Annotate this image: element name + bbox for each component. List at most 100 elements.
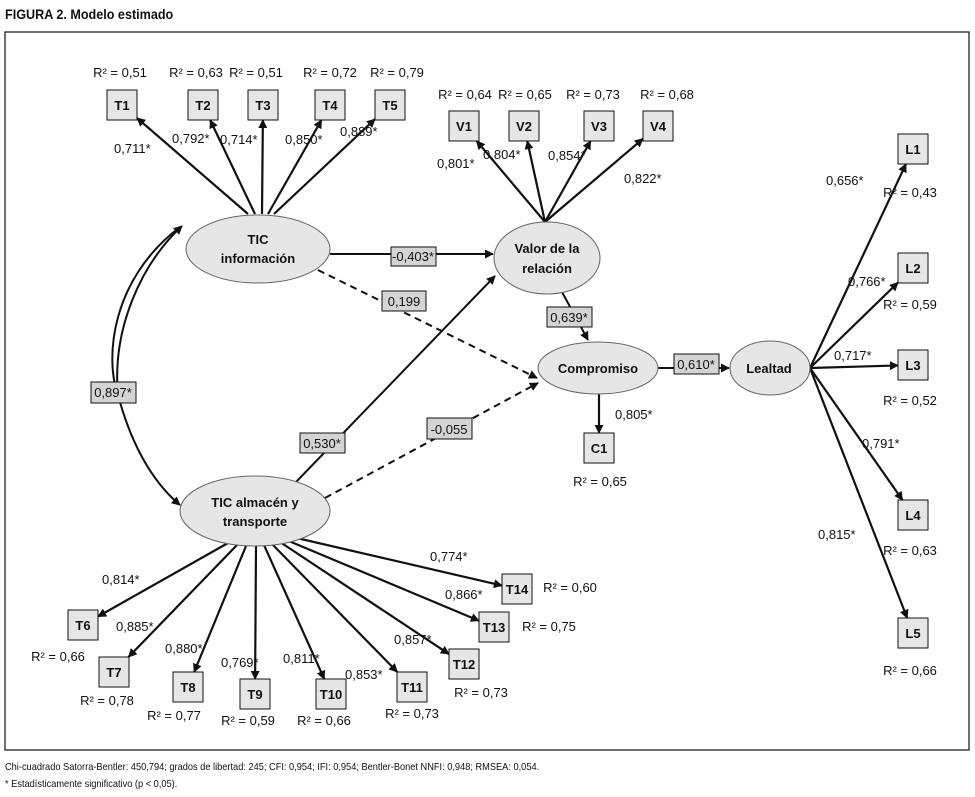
r-squared-value: R² = 0,51: [93, 65, 147, 80]
indicator-box: [187, 89, 219, 121]
r-squared-value: R² = 0,73: [385, 706, 439, 721]
indicator-box: [448, 110, 480, 142]
indicator-label: L3: [905, 358, 920, 373]
indicator-box: [314, 89, 346, 121]
indicator-t7: T70,885*R² = 0,78: [80, 619, 154, 708]
indicator-label: L2: [905, 261, 920, 276]
r-squared-value: R² = 0,51: [229, 65, 283, 80]
indicator-label: L4: [905, 508, 921, 523]
r-squared-value: R² = 0,59: [221, 713, 275, 728]
loading-value: 0,714*: [220, 132, 258, 147]
path-coef-alm-comp: -0,055: [426, 417, 473, 440]
r-squared-value: R² = 0,65: [498, 87, 552, 102]
indicator-label: T2: [195, 98, 210, 113]
latent-compromiso: Compromiso: [537, 341, 659, 395]
loading-arrow-t1: [136, 117, 249, 215]
indicator-c1: C10,805*R² = 0,65: [573, 407, 653, 489]
indicator-box: [396, 671, 428, 703]
indicator-label: T3: [255, 98, 270, 113]
loading-value: 0,791*: [862, 436, 900, 451]
loading-value: 0,866*: [445, 587, 483, 602]
indicator-box: [67, 609, 99, 641]
loading-arrow-t8: [193, 545, 248, 673]
path-alm-comp: [324, 382, 539, 499]
r-squared-value: R² = 0,66: [883, 663, 937, 678]
loading-arrow-l4: [809, 367, 904, 501]
r-squared-value: R² = 0,73: [454, 685, 508, 700]
loading-value: 0,801*: [437, 156, 475, 171]
loading-value: 0,792*: [172, 131, 210, 146]
r-squared-value: R² = 0,60: [543, 580, 597, 595]
latent-tic-informacion: TIC información: [185, 214, 331, 284]
loading-arrow-t9: [250, 545, 260, 680]
indicator-label: C1: [591, 441, 608, 456]
indicator-v3: V30,854*R² = 0,73: [548, 87, 620, 163]
indicator-label: L5: [905, 626, 920, 641]
r-squared-value: R² = 0,59: [883, 297, 937, 312]
indicator-l1: L10,656*R² = 0,43: [826, 133, 937, 200]
indicator-l3: L30,717*R² = 0,52: [834, 348, 937, 408]
indicator-box: [897, 617, 929, 649]
r-squared-value: R² = 0,79: [370, 65, 424, 80]
loading-value: 0,769*: [221, 655, 259, 670]
indicator-label: T6: [75, 618, 90, 633]
loading-arrow-v2: [524, 140, 547, 223]
path-coef-value: 0,530*: [303, 436, 341, 451]
indicator-box: [642, 110, 674, 142]
indicator-box: [897, 349, 929, 381]
indicator-label: V4: [650, 119, 667, 134]
indicator-label: V2: [516, 119, 532, 134]
loading-arrow-t11: [271, 543, 399, 673]
indicator-t9: T90,769*R² = 0,59: [221, 655, 275, 728]
path-coef-alm-valor: 0,530*: [299, 432, 346, 454]
loading-arrow-v3: [544, 140, 592, 223]
loading-value: 0,814*: [102, 572, 140, 587]
loading-arrow-t7: [127, 544, 238, 658]
indicator-v2: V20,804*R² = 0,65: [483, 87, 552, 162]
latent-label: Compromiso: [558, 361, 638, 376]
loading-value: 0,815*: [818, 527, 856, 542]
indicator-label: T14: [506, 582, 529, 597]
indicator-box: [448, 648, 480, 680]
fit-statistics-note: Chi-cuadrado Satorra-Bentler: 450,794; g…: [5, 761, 540, 773]
indicator-label: T13: [483, 620, 505, 635]
path-coef-comp-leal: 0,610*: [673, 353, 720, 375]
path-coef-info-valor: -0,403*: [390, 246, 437, 267]
indicator-label: T11: [401, 680, 423, 695]
indicator-box: [508, 110, 540, 142]
loading-arrow-l2: [809, 281, 899, 369]
latent-label-line2: transporte: [223, 514, 287, 529]
loading-value: 0,717*: [834, 348, 872, 363]
indicator-v1: V1 0,801* R² = 0,64: [437, 87, 492, 171]
indicator-box: [583, 110, 615, 142]
indicator-label: T5: [382, 98, 397, 113]
indicator-t6: T60,814*R² = 0,66: [31, 572, 140, 664]
indicator-label: V3: [591, 119, 607, 134]
loading-value: 0,857*: [394, 632, 432, 647]
path-coef-value: -0,055: [431, 422, 468, 437]
path-coef-value: 0,610*: [677, 357, 715, 372]
path-coef-covariance: 0,897*: [90, 381, 137, 404]
path-coef-info-comp: 0,199: [381, 290, 427, 312]
indicator-label: T12: [453, 657, 475, 672]
r-squared-value: R² = 0,64: [438, 87, 492, 102]
latent-label-line2: relación: [522, 261, 572, 276]
loading-arrow-t2: [209, 119, 256, 215]
figure-title: FIGURA 2. Modelo estimado: [5, 6, 174, 22]
indicator-box: [478, 611, 510, 643]
indicator-label: V1: [456, 119, 472, 134]
loading-arrow-l5: [808, 367, 909, 619]
latent-lealtad: Lealtad: [729, 340, 811, 396]
loading-arrow-t12: [279, 541, 450, 655]
indicator-box: [247, 89, 279, 121]
r-squared-value: R² = 0,66: [297, 713, 351, 728]
indicator-v4: V40,822*R² = 0,68: [624, 87, 694, 186]
r-squared-value: R² = 0,65: [573, 474, 627, 489]
latent-valor-relacion: Valor de la relación: [493, 221, 601, 295]
path-coef-value: 0,199: [388, 294, 421, 309]
loading-arrow-t13: [283, 537, 480, 622]
indicator-label: T10: [320, 687, 342, 702]
